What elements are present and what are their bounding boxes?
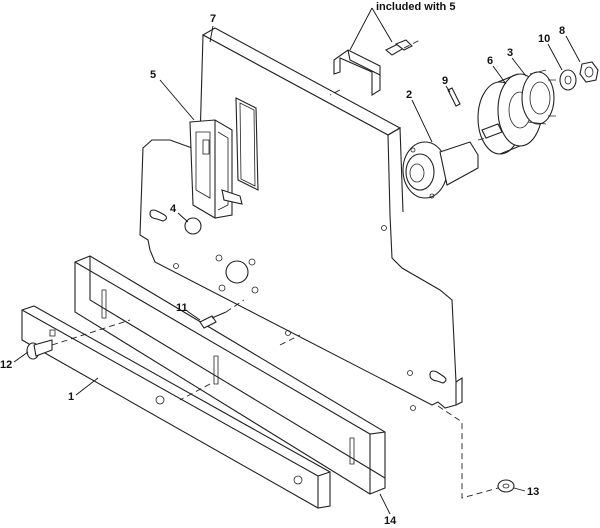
callout-14: 14 [384,515,397,527]
hub-flange-part-2 [402,141,479,199]
bolt-part-12 [26,339,53,360]
callout-4: 4 [170,203,177,215]
callout-2: 2 [406,89,412,101]
screw-bracket [385,39,413,56]
callout-8: 8 [559,25,565,37]
nut-part-13 [497,479,515,493]
callout-3: 3 [507,47,513,59]
callout-12: 12 [0,359,12,371]
callout-11: 11 [176,302,188,314]
screw-part-11 [199,311,227,329]
callout-10: 10 [538,33,550,45]
nut-part-8 [579,61,599,83]
mounting-bar-part-14 [74,255,386,495]
callout-1: 1 [68,391,74,403]
knob-part-4 [184,217,202,235]
callout-7: 7 [210,13,216,25]
gear-part-3 [521,69,556,125]
assembly-lines [51,39,499,499]
pin-part-9 [447,87,461,107]
callout-6: 6 [487,55,493,67]
washer-part-10 [559,69,577,91]
note-included-with-5: included with 5 [376,1,455,13]
front-bar-part-1 [21,305,331,509]
latch-part-5 [189,119,243,219]
callout-13: 13 [527,486,539,498]
leader-lines [13,7,581,515]
callout-labels: 7 5 4 included with 5 2 9 6 3 10 8 11 12… [0,1,565,527]
callout-5: 5 [150,69,156,81]
bracket-included-with-5 [333,49,381,96]
callout-9: 9 [442,75,448,87]
